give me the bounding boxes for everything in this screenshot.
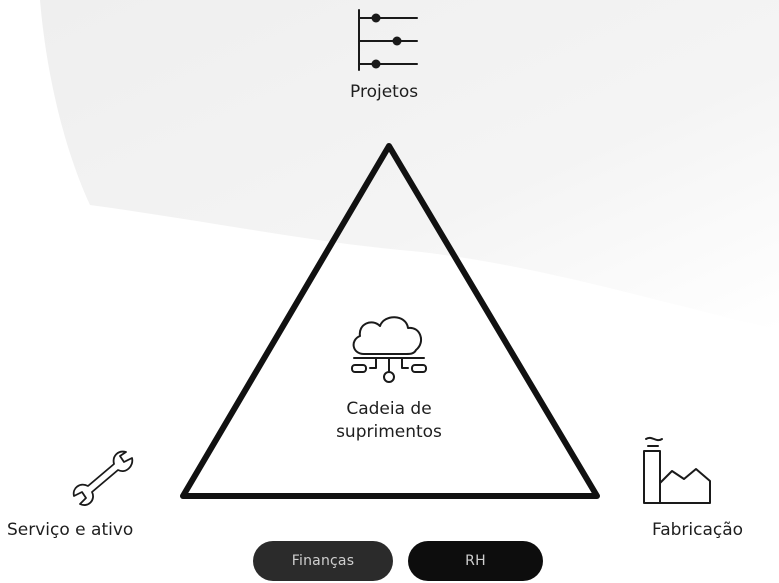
- cloud-network-icon: [351, 316, 427, 383]
- node-label-cadeia-line2: suprimentos: [336, 422, 442, 442]
- node-label-servico: Serviço e ativo: [7, 520, 134, 540]
- node-label-cadeia: Cadeia de suprimentos: [289, 398, 489, 444]
- wrench-icon: [72, 450, 134, 506]
- node-label-cadeia-line1: Cadeia de: [346, 399, 432, 419]
- financas-button[interactable]: Finanças: [253, 541, 393, 581]
- rh-button[interactable]: RH: [408, 541, 543, 581]
- node-label-fabricacao: Fabricação: [652, 520, 744, 540]
- node-label-projetos: Projetos: [350, 82, 419, 102]
- factory-icon: [643, 436, 711, 504]
- sliders-icon: [358, 9, 418, 71]
